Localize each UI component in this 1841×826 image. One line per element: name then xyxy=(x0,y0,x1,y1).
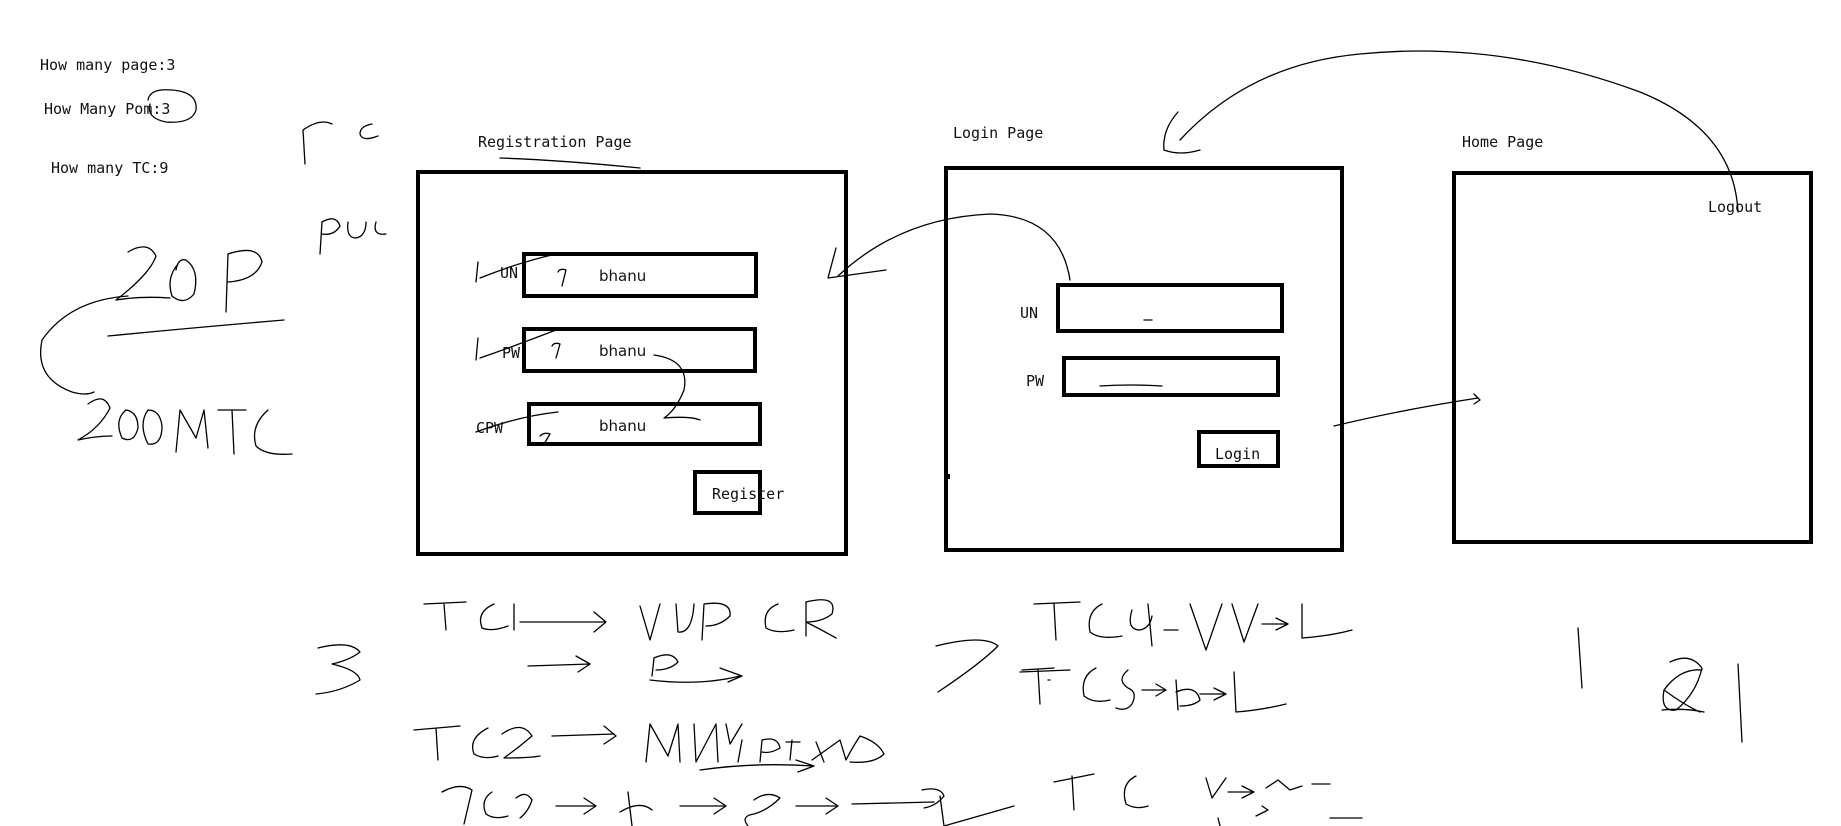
registration-pw-label: PW xyxy=(502,344,521,362)
pages-count-text: How many page:3 xyxy=(40,56,176,74)
login-pw-field[interactable] xyxy=(1062,356,1280,397)
registration-un-label: UN xyxy=(500,264,519,282)
registration-tc-scribbles xyxy=(315,599,1015,826)
registration-un-field[interactable]: bhanu xyxy=(522,252,758,298)
register-button[interactable] xyxy=(693,470,762,515)
login-un-field[interactable] xyxy=(1056,283,1284,333)
registration-pw-value: bhanu xyxy=(599,342,647,360)
poms-count-text: How Many Pom:3 xyxy=(44,100,171,118)
home-page-title: Home Page xyxy=(1462,133,1544,151)
scribble-200tc xyxy=(77,398,293,455)
registration-page-title: Registration Page xyxy=(478,133,632,151)
home-page-frame xyxy=(1452,171,1813,544)
logout-to-login-arrowhead xyxy=(1163,111,1201,154)
login-button[interactable]: Login xyxy=(1197,430,1280,468)
registration-title-underline xyxy=(499,157,641,169)
scribble-tc-pu xyxy=(302,121,387,255)
login-button-label: Login xyxy=(1215,445,1261,463)
login-pw-label: PW xyxy=(1026,372,1045,390)
scribble-20p xyxy=(40,246,285,395)
home-tc-scribbles xyxy=(1577,627,1743,743)
login-page-title: Login Page xyxy=(953,124,1044,142)
registration-pw-field[interactable]: bhanu xyxy=(522,327,757,373)
login-un-label: UN xyxy=(1020,304,1039,322)
registration-cpw-field[interactable]: bhanu xyxy=(527,402,762,446)
registration-cpw-label: CPW xyxy=(476,419,504,437)
login-tc-scribbles xyxy=(935,601,1363,826)
logout-link[interactable]: Logout xyxy=(1708,198,1763,216)
tcs-count-text: How many TC:9 xyxy=(51,159,169,177)
registration-un-value: bhanu xyxy=(599,267,647,285)
registration-cpw-value: bhanu xyxy=(599,417,647,435)
register-button-label: Register xyxy=(712,485,785,503)
